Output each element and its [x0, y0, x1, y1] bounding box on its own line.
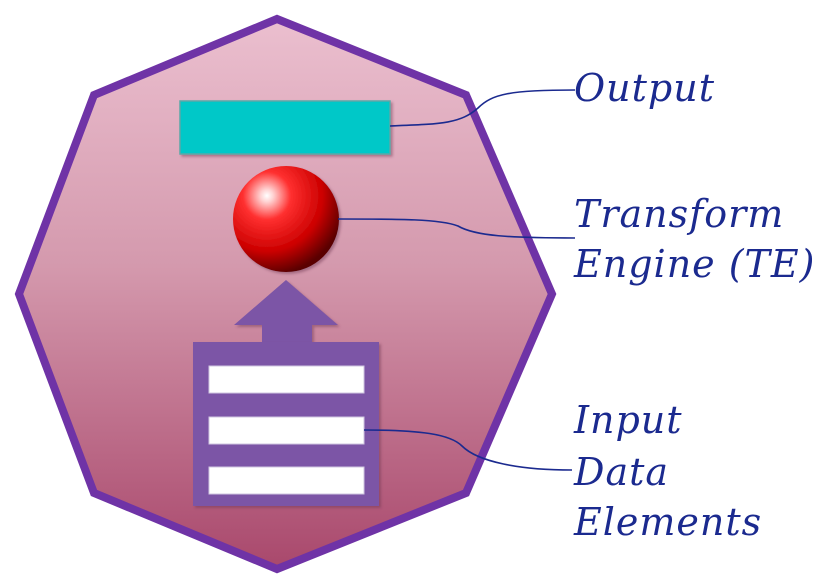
transform-engine-label-line1: Transform [574, 192, 785, 236]
output-label: Output [574, 66, 715, 110]
input-data-element [208, 365, 365, 394]
transform-connector-line [337, 218, 576, 239]
input-data-element [208, 466, 365, 495]
input-data-elements-label-line1: Input [574, 398, 683, 442]
transform-engine-label-line2: Engine (TE) [574, 242, 816, 286]
input-connector-line [363, 429, 573, 471]
input-data-elements-label-line2: Data [574, 450, 670, 494]
input-data-elements-label-line3: Elements [574, 500, 763, 544]
input-data-element [208, 416, 365, 445]
output-bar [179, 100, 391, 155]
input-data-stack [193, 342, 379, 506]
output-connector-line [389, 89, 576, 127]
up-arrow-icon [234, 280, 338, 346]
transform-engine-sphere [233, 166, 339, 272]
